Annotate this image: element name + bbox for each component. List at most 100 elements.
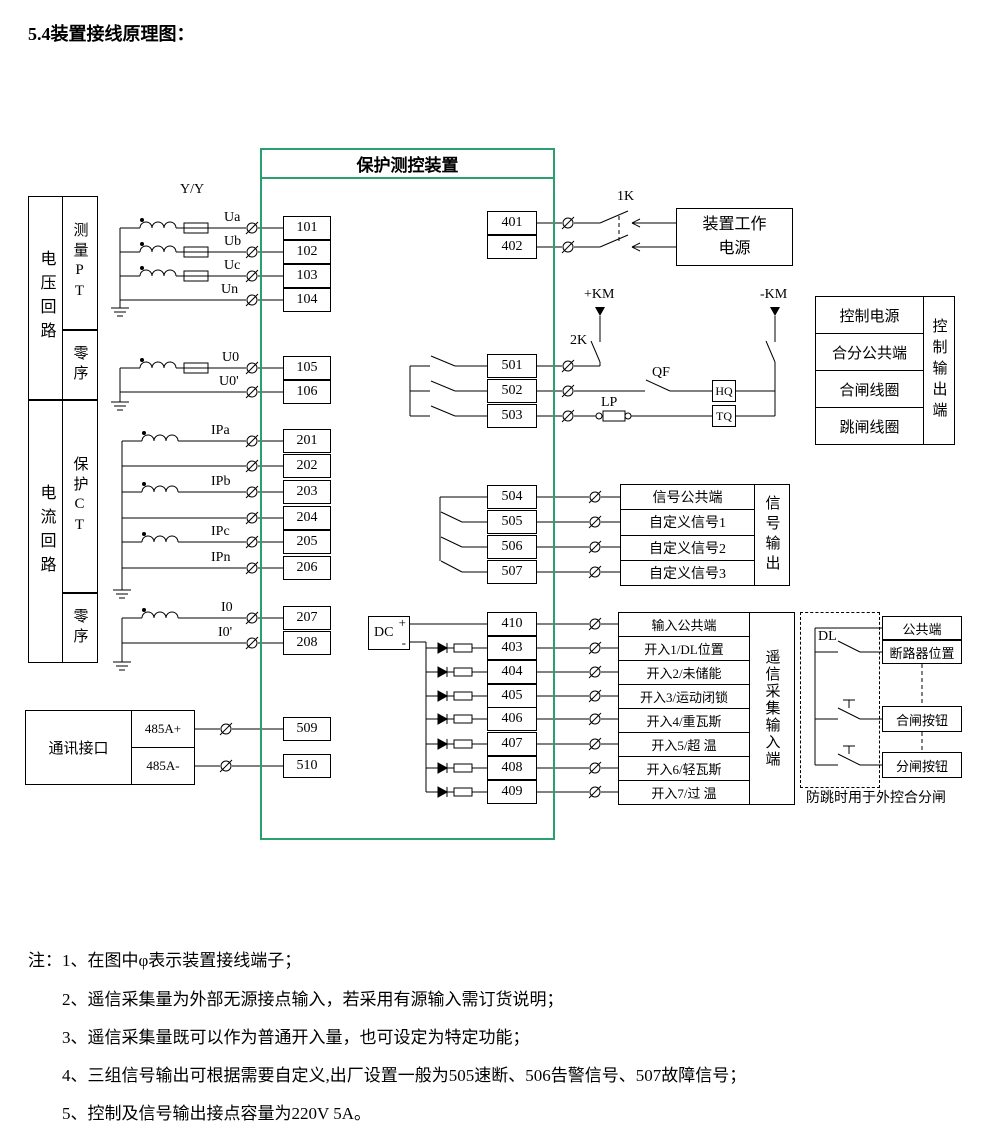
label-2k: 2K	[570, 333, 588, 348]
remote-row: 开入6/轻瓦斯	[619, 756, 749, 780]
terminal-401: 401	[487, 211, 537, 235]
label-ub: Ub	[224, 234, 242, 249]
terminal-509: 509	[283, 717, 331, 741]
label-ipa: IPa	[211, 423, 230, 438]
pt-ct-wiring	[119, 227, 283, 767]
control-row: 合分公共端	[816, 333, 923, 370]
control-row: 跳闸线圈	[816, 407, 923, 444]
signal-row: 自定义信号2	[621, 534, 754, 560]
note-4: 4、三组信号输出可根据需要自定义,出厂设置一般为505速断、506告警信号、50…	[62, 1066, 747, 1085]
signal-wiring	[439, 496, 620, 573]
label-lp: LP	[601, 395, 618, 410]
dc-minus-label: -	[401, 635, 406, 650]
label-ipc: IPc	[211, 524, 230, 539]
label-uc: Uc	[224, 258, 241, 273]
breaker-position-box: 断路器位置	[882, 640, 962, 664]
remote-wiring	[410, 623, 618, 793]
remote-row: 开入5/超 温	[619, 732, 749, 756]
remote-row: 开入3/运动闭锁	[619, 684, 749, 708]
terminal-405: 405	[487, 684, 537, 708]
terminal-105: 105	[283, 356, 331, 380]
left-terminal-symbols	[219, 221, 259, 773]
power-wiring	[537, 210, 676, 252]
label-ipb: IPb	[211, 474, 231, 489]
note-1: 注：1、在图中φ表示装置接线端子；	[28, 951, 302, 970]
external-wiring	[814, 627, 923, 766]
close-button-box: 合闸按钮	[882, 706, 962, 732]
label-km-minus: -KM	[760, 287, 788, 302]
label-km-plus: +KM	[584, 287, 615, 302]
label-dl: DL	[818, 629, 837, 644]
signal-row: 信号公共端	[652, 491, 723, 507]
dc-source-box: DC + -	[368, 615, 410, 650]
rs485-minus-label: 485A-	[132, 747, 194, 784]
terminal-502: 502	[487, 379, 537, 403]
zero-seq-voltage-box: 零序	[62, 330, 98, 400]
terminal-206: 206	[283, 556, 331, 580]
dc-label: DC	[374, 625, 394, 640]
terminal-407: 407	[487, 732, 537, 756]
note-5: 5、控制及信号输出接点容量为220V 5A。	[62, 1104, 371, 1123]
terminal-404: 404	[487, 660, 537, 684]
power-supply-box: 装置工作电源	[676, 208, 793, 266]
remote-input-side-label: 遥信采集输入端	[749, 613, 794, 804]
terminal-410: 410	[487, 612, 537, 636]
remote-row: 开入2/未储能	[619, 660, 749, 684]
terminal-408: 408	[487, 756, 537, 780]
terminal-503: 503	[487, 404, 537, 428]
remote-row: 输入公共端	[651, 618, 717, 633]
current-loop-box: 电流回路	[28, 400, 63, 663]
terminal-205: 205	[283, 530, 331, 554]
terminal-409: 409	[487, 780, 537, 804]
control-output-side-label: 控制输出端	[923, 297, 954, 444]
signal-row: 自定义信号1	[621, 509, 754, 534]
label-u0-prime: U0'	[219, 374, 239, 389]
terminal-201: 201	[283, 429, 331, 453]
terminal-202: 202	[283, 454, 331, 478]
signal-row: 自定义信号3	[621, 559, 754, 585]
terminal-207: 207	[283, 606, 331, 630]
control-output-panel: 控制电源 合分公共端 合闸线圈 跳闸线圈 控制输出端	[815, 296, 955, 445]
comm-port-box: 通讯接口 485A+ 485A-	[25, 710, 195, 785]
label-ua: Ua	[224, 210, 241, 225]
device-title: 保护测控装置	[262, 150, 553, 179]
signal-output-panel: 信号公共端 自定义信号1 自定义信号2 自定义信号3 信号输出	[620, 484, 790, 586]
remote-input-panel: 输入公共端 开入1/DL位置 开入2/未储能 开入3/运动闭锁 开入4/重瓦斯 …	[618, 612, 795, 805]
dc-plus-label: +	[398, 615, 406, 630]
comm-port-label: 通讯接口	[48, 741, 109, 757]
terminal-510: 510	[283, 754, 331, 778]
terminal-406: 406	[487, 707, 537, 731]
terminal-505: 505	[487, 510, 537, 534]
label-u0: U0	[222, 350, 240, 365]
right-terminal-symbols	[561, 216, 602, 799]
terminal-204: 204	[283, 506, 331, 530]
remote-row: 开入1/DL位置	[619, 636, 749, 660]
tripping-coil-tq: TQ	[712, 405, 736, 427]
note-2: 2、遥信采集量为外部无源接点输入，若采用有源输入需订货说明；	[62, 990, 564, 1009]
coil-symbols	[110, 218, 209, 671]
external-switch-dashed-box	[800, 612, 880, 788]
control-wiring	[409, 307, 780, 422]
measure-pt-box: 测量PT	[62, 196, 98, 330]
terminal-101: 101	[283, 216, 331, 240]
control-row: 合闸线圈	[816, 370, 923, 407]
label-i0-prime: I0'	[218, 625, 233, 640]
terminal-104: 104	[283, 288, 331, 312]
remote-row: 开入7/过 温	[619, 780, 749, 804]
terminal-208: 208	[283, 631, 331, 655]
label-un: Un	[221, 282, 239, 297]
terminal-402: 402	[487, 235, 537, 259]
note-3: 3、遥信采集量既可以作为普通开入量，也可设定为特定功能；	[62, 1028, 530, 1047]
terminal-506: 506	[487, 535, 537, 559]
anti-pumping-note: 防跳时用于外控合分闸	[806, 791, 946, 806]
signal-output-side-label: 信号输出	[754, 485, 789, 585]
terminal-102: 102	[283, 240, 331, 264]
remote-row: 开入4/重瓦斯	[619, 708, 749, 732]
open-button-box: 分闸按钮	[882, 752, 962, 778]
label-yy: Y/Y	[180, 182, 205, 197]
terminal-203: 203	[283, 480, 331, 504]
zero-seq-current-box: 零序	[62, 593, 98, 663]
terminal-106: 106	[283, 380, 331, 404]
voltage-loop-box: 电压回路	[28, 196, 63, 400]
